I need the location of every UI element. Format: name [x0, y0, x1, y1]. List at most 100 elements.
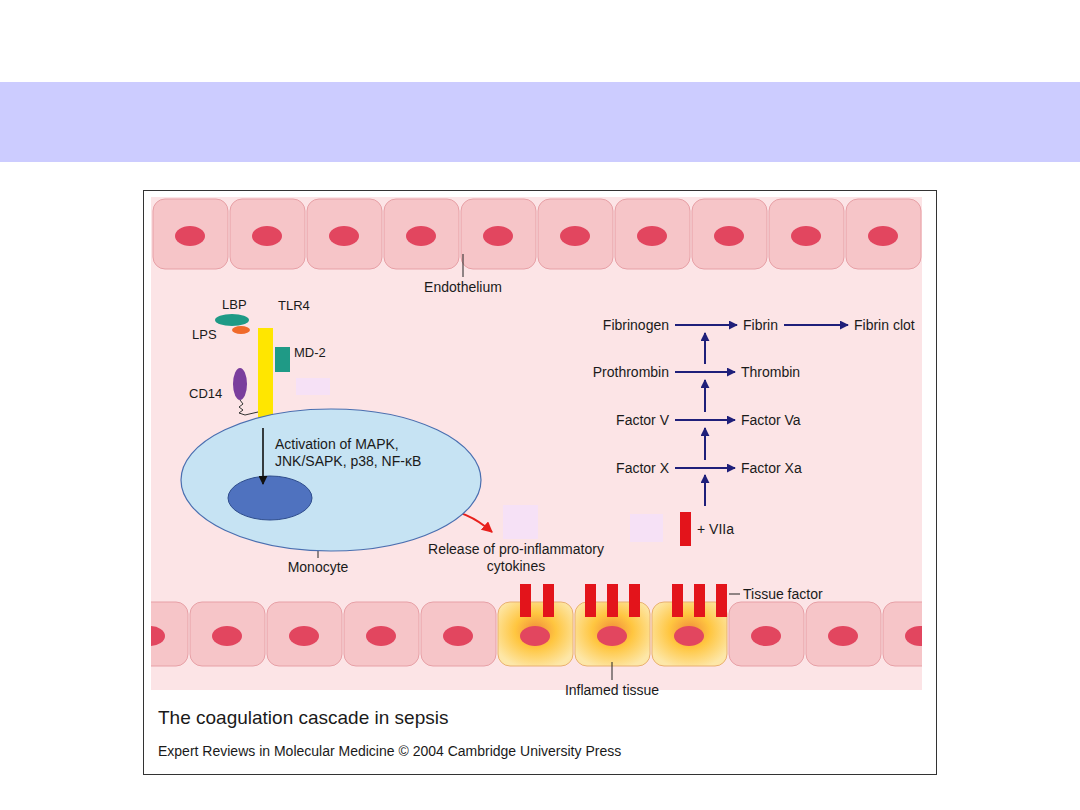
figure-frame [144, 191, 937, 775]
cell-nucleus [791, 226, 821, 246]
part-label: Release of pro-inflammatory cytokines [418, 541, 614, 575]
part-label: CD14 [189, 385, 222, 402]
factor-name: Factor Va [738, 411, 804, 430]
tissue-factor-bar [694, 584, 705, 617]
placeholder-box [630, 514, 663, 542]
part-label: Monocyte [288, 559, 349, 576]
leader-line [318, 551, 319, 558]
factor-name: Prothrombin [590, 363, 672, 382]
signal-arrow [262, 428, 264, 484]
part-label: MD-2 [294, 344, 326, 361]
inflamed-cell [652, 602, 727, 666]
part-label: Endothelium [424, 279, 502, 296]
cell-nucleus [366, 626, 396, 646]
part-label: Tissue factor [743, 586, 823, 603]
leader-line [729, 594, 740, 595]
cell-nucleus [520, 626, 550, 646]
cascade-factor: Factor V [613, 411, 672, 430]
endothelial-cell [538, 199, 613, 269]
figure-caption: The coagulation cascade in sepsis [158, 707, 448, 729]
title-band [0, 82, 1080, 162]
part-label: + VIIa [697, 521, 734, 538]
factor-name: Fibrin [740, 316, 781, 335]
tlr4-receptor [258, 328, 273, 428]
cell-nucleus [714, 226, 744, 246]
activation-arrow [704, 428, 706, 460]
cell-nucleus [905, 626, 922, 646]
cell-nucleus [828, 626, 858, 646]
cell-nucleus [674, 626, 704, 646]
part-label: LBP [222, 296, 247, 313]
cascade-factor: Factor Va [738, 411, 804, 430]
part-label: Inflamed tissue [565, 682, 659, 699]
factor-name: Fibrin clot [851, 316, 918, 335]
pathway-text: Activation of MAPK, JNK/SAPK, p38, NF-κB [275, 436, 443, 470]
gpi-anchor [239, 400, 258, 415]
conversion-arrow [675, 467, 735, 469]
endothelial-cell [461, 199, 536, 269]
md2-protein [275, 347, 290, 372]
endothelial-cell [806, 602, 881, 666]
factor-viia [680, 512, 691, 546]
tissue-factor-group [520, 584, 727, 617]
endothelial-cell [421, 602, 496, 666]
cascade-factor: Thrombin [738, 363, 803, 382]
cell-nucleus [252, 226, 282, 246]
cell-nucleus [560, 226, 590, 246]
endothelial-cells [151, 199, 922, 666]
tissue-factor-bar [716, 584, 727, 617]
cell-nucleus [597, 626, 627, 646]
cascade-factor: Fibrin [740, 316, 781, 335]
activation-arrow [704, 475, 706, 506]
tissue-factor-bar [629, 584, 640, 617]
cascade-factor: Fibrin clot [851, 316, 918, 335]
tissue-factor-bar [585, 584, 596, 617]
cell-nucleus [289, 626, 319, 646]
cell-nucleus [406, 226, 436, 246]
conversion-arrow [675, 371, 735, 373]
cell-nucleus [483, 226, 513, 246]
lbp-protein [215, 314, 249, 326]
placeholder-box [503, 505, 538, 539]
factor-name: Thrombin [738, 363, 803, 382]
monocyte-outline [180, 408, 482, 552]
tissue-factor-bar [607, 584, 618, 617]
inflamed-cell [498, 602, 573, 666]
cell-nucleus [868, 226, 898, 246]
endothelial-cell [846, 199, 921, 269]
factor-name: Fibrinogen [600, 316, 672, 335]
endothelial-cell [307, 199, 382, 269]
part-label: LPS [192, 326, 217, 343]
cell-nucleus [751, 626, 781, 646]
endothelial-cell [384, 199, 459, 269]
endothelial-cell [615, 199, 690, 269]
cell-nucleus [151, 626, 165, 646]
lps-molecule [232, 326, 250, 334]
factor-name: Factor X [613, 459, 672, 478]
endothelial-cell [267, 602, 342, 666]
cell-nucleus [212, 626, 242, 646]
monocyte-cell: Activation of MAPK, JNK/SAPK, p38, NF-κB [180, 408, 482, 552]
nucleus [228, 476, 312, 520]
endothelial-cell [190, 602, 265, 666]
placeholder-box [296, 378, 330, 395]
credit-line: Expert Reviews in Molecular Medicine © 2… [158, 743, 621, 760]
endothelial-cell [769, 199, 844, 269]
monocyte-membrane [181, 409, 481, 551]
endothelial-cell [153, 199, 228, 269]
cd14-protein [233, 368, 247, 400]
conversion-arrow [675, 324, 737, 326]
conversion-arrow [784, 324, 848, 326]
endothelial-cell [883, 602, 922, 666]
leader-line [612, 662, 613, 680]
cascade-factor: Factor Xa [738, 459, 805, 478]
endothelial-cell [230, 199, 305, 269]
vessel-lumen [151, 197, 922, 690]
endothelial-cell [151, 602, 188, 666]
cascade-factor: Fibrinogen [600, 316, 672, 335]
tissue-factor-bar [672, 584, 683, 617]
tissue-factor-bar [520, 584, 531, 617]
